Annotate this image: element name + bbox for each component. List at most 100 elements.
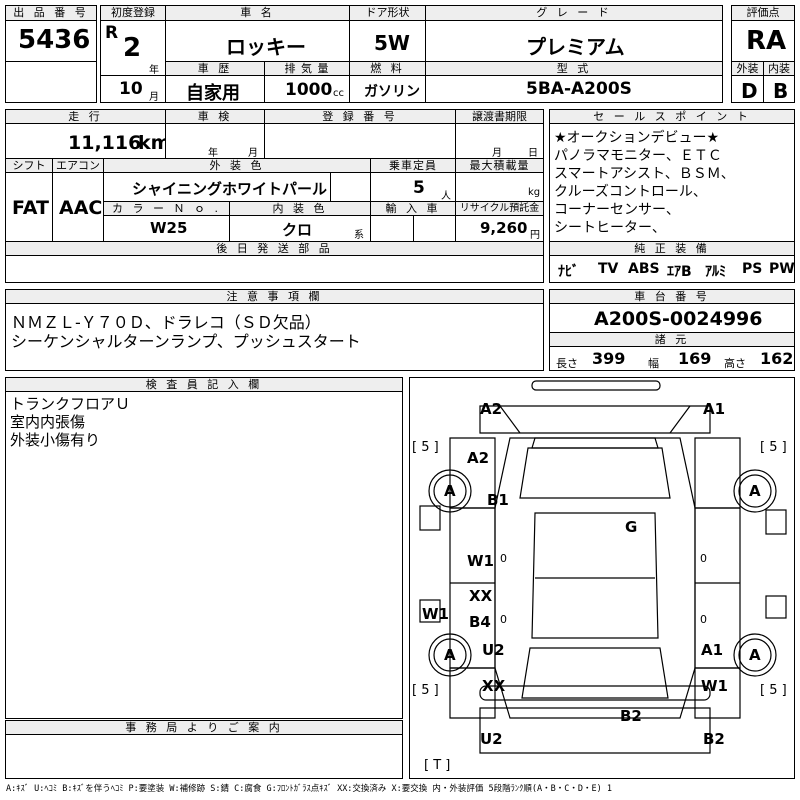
mark-door-fl: B1: [487, 491, 509, 509]
office-header: 事 務 局 よ り ご 案 内: [5, 720, 403, 735]
mark-mid-xx: XX: [469, 587, 493, 605]
sales-point-3: クルーズコントロール、: [554, 184, 707, 200]
grade: プレミアム: [526, 35, 625, 59]
mark-pillar-l: W1: [467, 552, 494, 570]
transfer-month-unit: 月: [492, 148, 502, 159]
mark-quarter-r-w: W1: [701, 677, 728, 695]
right-mirror: [765, 509, 787, 535]
shift-cell: FAT: [5, 172, 53, 242]
inspection-month-unit: 月: [248, 148, 258, 159]
displacement-unit: cc: [333, 88, 344, 99]
history-cell: 自家用: [165, 75, 265, 104]
transfer-day-unit: 日: [528, 148, 538, 159]
mark-rear-b2: B2: [620, 707, 642, 725]
left-front-fender: [449, 437, 496, 509]
inspection-header: 車 検: [165, 109, 265, 124]
tire-right-bottom: [ 5 ]: [760, 683, 787, 698]
lot-number-header: 出 品 番 号: [5, 5, 97, 21]
tire-fl-icon: [428, 469, 472, 513]
mark-front-right: A1: [703, 400, 726, 418]
first-reg-cell: R 2 年: [100, 20, 166, 76]
reg-number-header: 登 録 番 号: [264, 109, 456, 124]
import-cell: [370, 215, 456, 242]
interior-score: B: [773, 79, 789, 103]
length-label: 長さ: [556, 357, 578, 370]
tire-rl-inner: [433, 638, 467, 672]
height: 162: [760, 349, 794, 368]
mark-front-left: A2: [480, 400, 503, 418]
front-bumper-bar: [531, 380, 661, 391]
mark-quarter-l: U2: [482, 641, 505, 659]
option-pw: PW: [769, 261, 795, 277]
mark-rear-u2: U2: [480, 730, 503, 748]
inspector-note-1: 室内内張傷: [10, 413, 86, 431]
int-color: クロ: [282, 221, 313, 239]
color-no-header: カ ラ ー Ｎ ｏ .: [103, 201, 230, 216]
sales-point-5: シートヒーター、: [554, 220, 666, 236]
interior-header: 内装: [763, 61, 795, 76]
tire-rr-icon: [733, 633, 777, 677]
ext-color: シャイニングホワイトパール: [132, 180, 328, 198]
mark-wheel-rr: A: [749, 646, 761, 664]
sales-point-1: パノラマモニター、ＥＴＣ: [554, 148, 722, 164]
recycle-unit: 円: [530, 230, 540, 241]
specs-cell: 長さ 399 幅 169 高さ 162: [549, 346, 795, 371]
displacement-cell: 1000 cc: [264, 75, 350, 103]
fuel-cell: ガソリン: [349, 75, 426, 103]
tire-right-top: [ 5 ]: [760, 440, 787, 455]
transfer-header: 譲渡書期限: [455, 109, 544, 124]
tire-fr-icon: [733, 469, 777, 513]
length: 399: [592, 349, 626, 368]
interior-score-cell: B: [763, 75, 795, 103]
history-header: 車 歴: [165, 61, 265, 76]
lot-number: 5436: [18, 25, 91, 55]
rating: RA: [746, 26, 787, 56]
mark-door-rr0: 0: [700, 613, 707, 626]
int-color-header: 内 装 色: [229, 201, 371, 216]
rating-header: 評価点: [731, 5, 795, 21]
tire-left-top: [ 5 ]: [412, 440, 439, 455]
month-unit: 月: [149, 92, 159, 103]
inspector-header: 検 査 員 記 入 欄: [5, 377, 403, 392]
mark-fender-left: A2: [467, 449, 490, 467]
rear-panel: [479, 707, 711, 754]
rating-cell: RA: [731, 20, 795, 62]
mark-rear-b2-r: B2: [703, 730, 725, 748]
door-header: ドア形状: [349, 5, 426, 21]
mark-door-rl0: 0: [500, 613, 507, 626]
mileage: 11,116: [68, 132, 142, 154]
lot-number-cell: 5436: [5, 20, 97, 62]
aircon: AAC: [59, 197, 103, 219]
color-no: W25: [150, 219, 188, 237]
later-parts-cell: [5, 255, 544, 283]
hood-front: [479, 405, 711, 434]
width-label: 幅: [648, 357, 659, 370]
ext-color-cell: シャイニングホワイトパール: [103, 172, 371, 202]
sales-point-4: コーナーセンサー、: [554, 202, 680, 218]
capacity-cell: 5 人: [370, 172, 456, 202]
note-line-0: ＮＭＺＬ-Ｙ７０Ｄ、ドラレコ（ＳＤ欠品）: [11, 313, 321, 332]
first-reg-header: 初度登録: [100, 5, 166, 21]
inspector-note-2: 外装小傷有り: [10, 431, 101, 449]
later-parts-header: 後 日 発 送 部 品: [5, 241, 544, 256]
car-name-cell: ロッキー: [165, 20, 350, 62]
mark-wheel-fr: A: [749, 482, 761, 500]
exterior-score: D: [741, 79, 758, 103]
option-ps: PS: [742, 261, 763, 277]
chassis-cell: A200S-0024996: [549, 303, 795, 333]
option-alloy: ｱﾙﾐ: [705, 264, 726, 280]
door-type: 5W: [374, 31, 410, 55]
door-cell: 5W: [349, 20, 426, 62]
right-rear-quarter: [694, 667, 741, 719]
capacity: 5: [413, 178, 425, 198]
aircon-header: エアコン: [52, 158, 104, 173]
displacement-header: 排 気 量: [264, 61, 350, 76]
notes-cell: ＮＭＺＬ-Ｙ７０Ｄ、ドラレコ（ＳＤ欠品） シーケンシャルターンランプ、プッシュス…: [5, 303, 544, 371]
recycle-cell: 9,260 円: [455, 215, 544, 242]
shift-header: シフト: [5, 158, 53, 173]
exterior-header: 外装: [731, 61, 764, 76]
inspection-year-unit: 年: [208, 148, 218, 159]
mileage-cell: 11,116 km: [5, 123, 170, 159]
car-diagram: [ 5 ] [ 5 ] [ 5 ] [ 5 ] [ T ] A2 A1 A2 A…: [409, 377, 795, 779]
mark-wheel-fl: A: [444, 482, 456, 500]
